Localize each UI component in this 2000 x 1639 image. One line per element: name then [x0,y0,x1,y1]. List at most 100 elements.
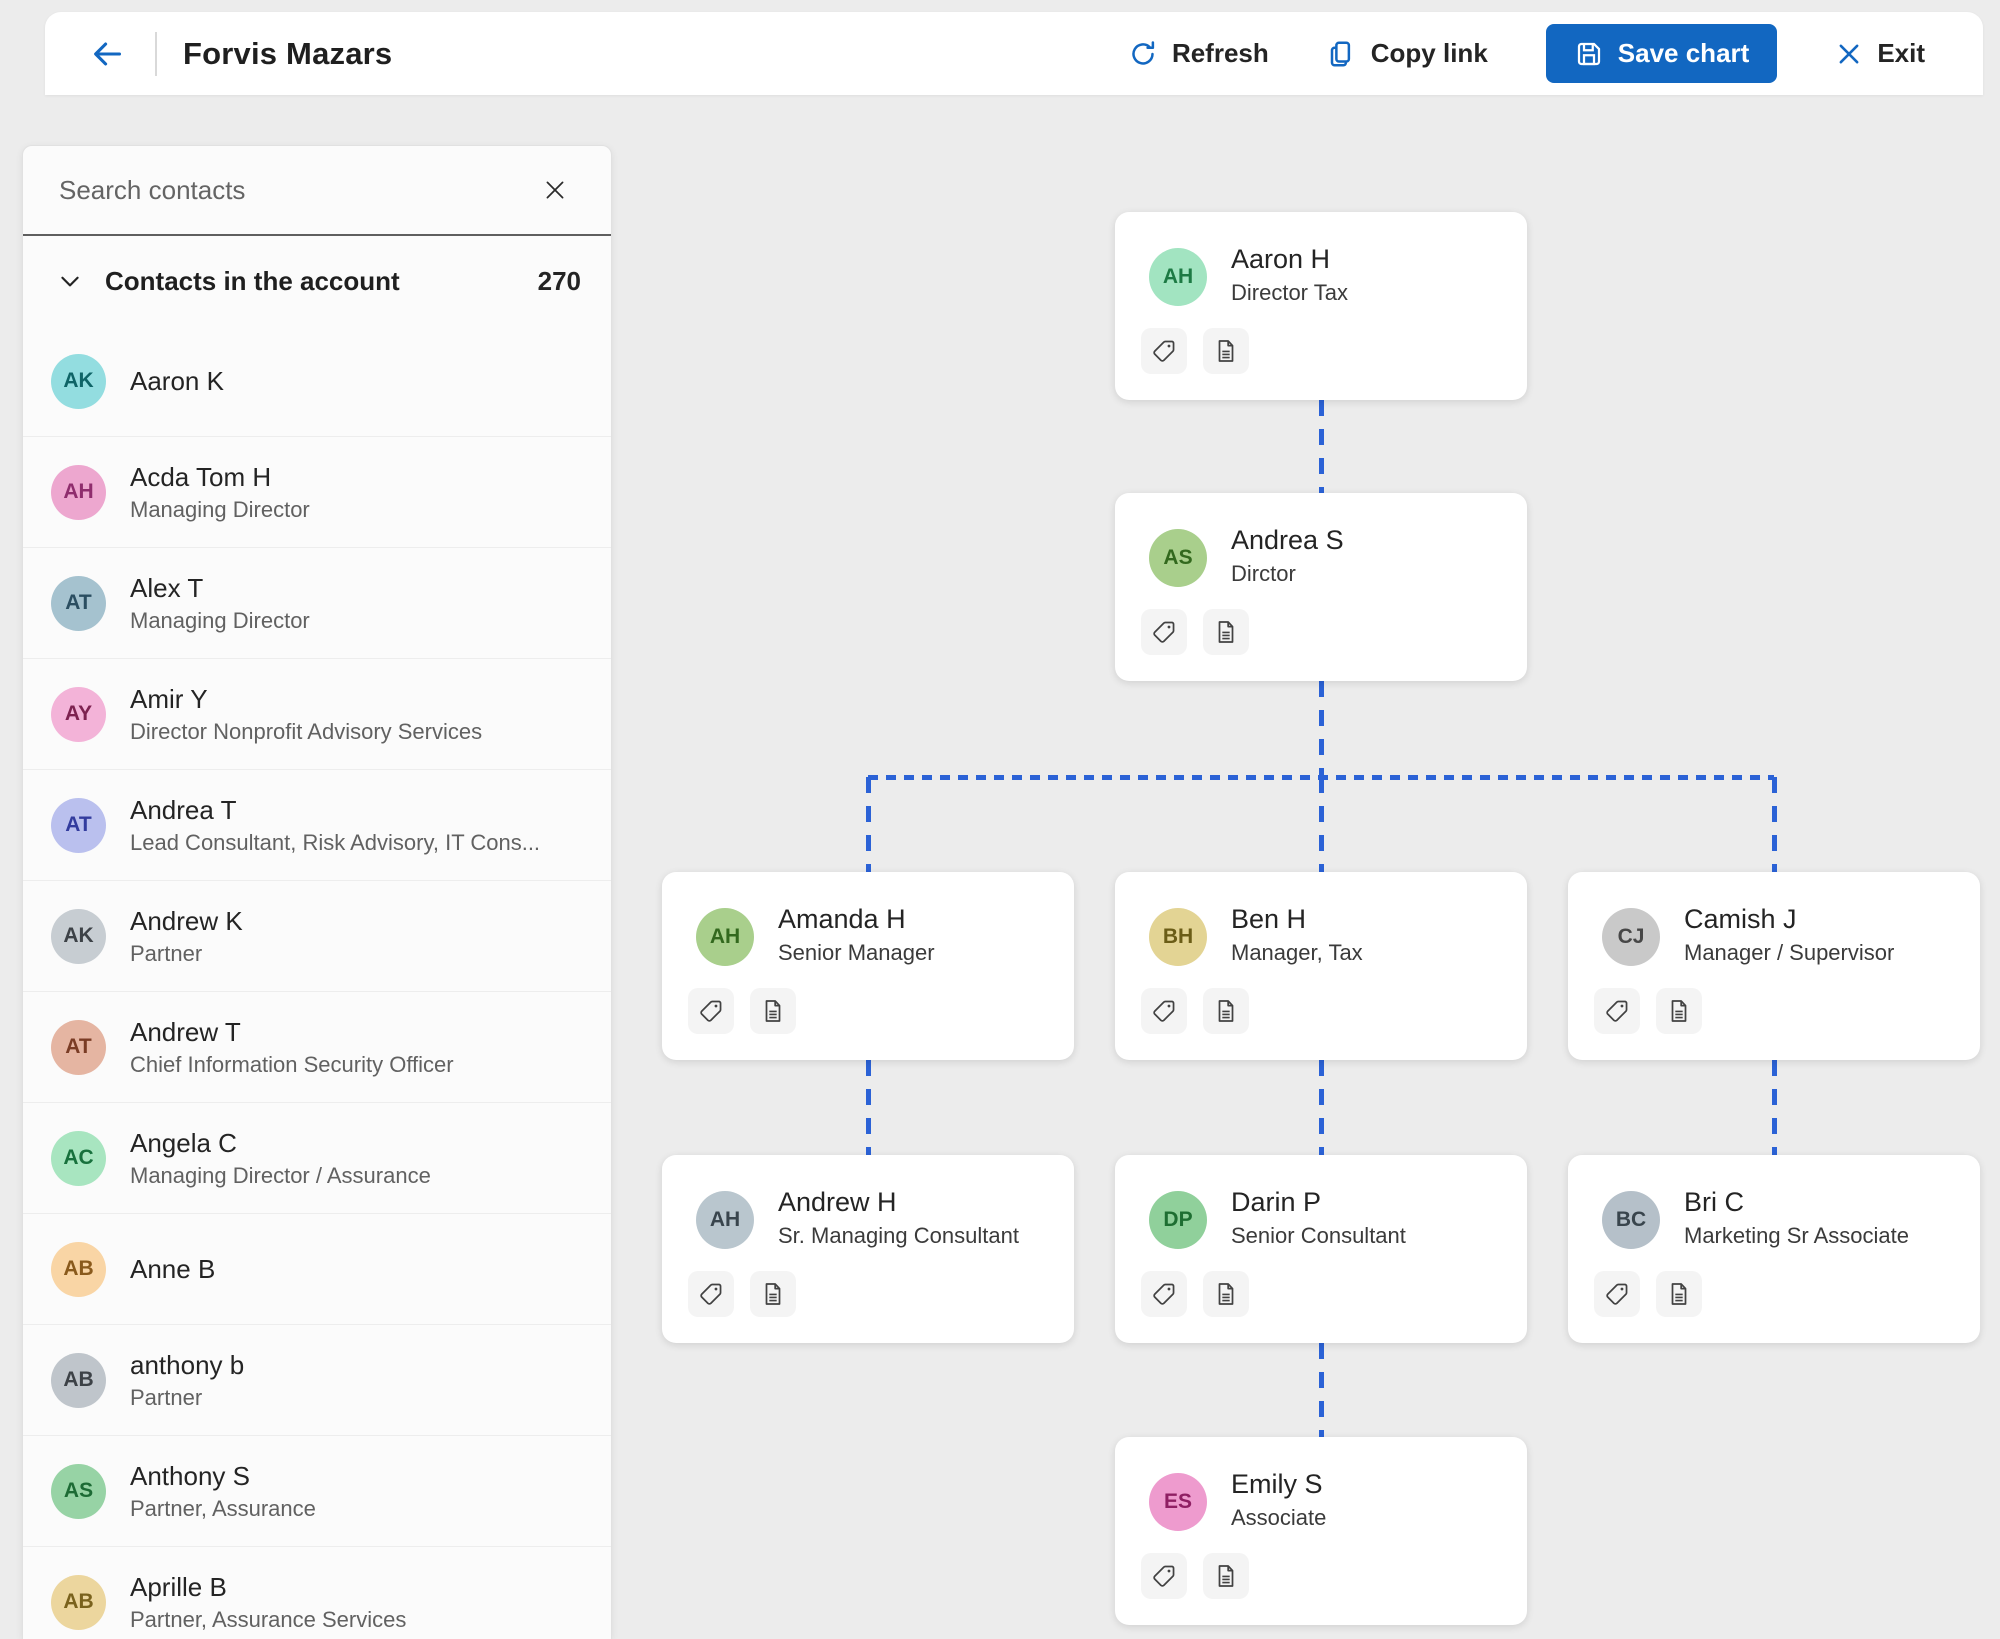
contact-avatar: AB [51,1574,106,1630]
search-input[interactable] [57,173,535,207]
contact-list-item[interactable]: AK Andrew K Partner [23,881,611,992]
node-job-title: Marketing Sr Associate [1684,1223,1909,1248]
exit-label: Exit [1877,38,1925,68]
org-chart-node-camish_j[interactable]: CJ Camish J Manager / Supervisor [1568,872,1980,1060]
contact-list-item[interactable]: AT Alex T Managing Director [23,548,611,659]
note-icon [1218,1000,1234,1022]
contact-avatar: AS [51,1463,106,1519]
org-chart-node-aaron_h[interactable]: AH Aaron H Director Tax [1115,212,1527,400]
org-chart-node-amanda_h[interactable]: AH Amanda H Senior Manager [662,872,1074,1060]
note-button[interactable] [750,1271,796,1317]
search-clear-button[interactable] [535,170,575,210]
node-job-title: Dirctor [1231,561,1296,586]
copy-link-label: Copy link [1370,38,1488,68]
node-avatar: AS [1149,529,1207,587]
connector-camish_j-bri_c [1772,1060,1777,1155]
contact-list-item[interactable]: AH Acda Tom H Managing Director [23,437,611,548]
save-icon [1577,42,1600,65]
org-chart-node-darin_p[interactable]: DP Darin P Senior Consultant [1115,1155,1527,1343]
note-button[interactable] [1203,328,1249,374]
search-underline [23,234,611,236]
header-bar: Forvis Mazars Refresh Copy link Save cha… [45,12,1983,95]
tag-icon [1153,340,1175,362]
contact-job-title: Partner, Assurance [130,1495,316,1521]
save-chart-button[interactable]: Save chart [1545,24,1778,83]
contact-avatar: AT [51,575,106,631]
node-job-title: Sr. Managing Consultant [778,1223,1019,1248]
tag-button[interactable] [1141,1553,1187,1599]
tag-button[interactable] [1141,988,1187,1034]
header-divider [155,31,157,76]
tag-button[interactable] [1141,1271,1187,1317]
contact-job-title: Partner [130,1384,203,1410]
connector-andrea_s-amanda_h [866,777,871,872]
tag-button[interactable] [1141,609,1187,655]
exit-button[interactable]: Exit [1835,38,1925,69]
contacts-section-header[interactable]: Contacts in the account 270 [23,236,611,326]
connector-ben_h-darin_p [1319,1060,1324,1155]
contact-list-item[interactable]: AB anthony b Partner [23,1325,611,1436]
tag-button[interactable] [1594,1271,1640,1317]
copy-link-button[interactable]: Copy link [1327,38,1488,69]
note-button[interactable] [1203,1553,1249,1599]
org-chart-node-andrew_h[interactable]: AH Andrew H Sr. Managing Consultant [662,1155,1074,1343]
note-button[interactable] [1203,1271,1249,1317]
contact-list-item[interactable]: AB Aprille B Partner, Assurance Services [23,1547,611,1639]
contact-name: Aprille B [130,1571,227,1602]
refresh-label: Refresh [1171,38,1269,68]
connector-aaron_h-andrea_s [1319,400,1324,493]
contact-job-title: Partner, Assurance Services [130,1606,407,1632]
note-button[interactable] [1203,609,1249,655]
note-button[interactable] [750,988,796,1034]
contact-list-item[interactable]: AT Andrew T Chief Information Security O… [23,992,611,1103]
contact-avatar: AC [51,1130,106,1186]
contact-avatar: AB [51,1352,106,1408]
org-chart-node-ben_h[interactable]: BH Ben H Manager, Tax [1115,872,1527,1060]
note-button[interactable] [1656,1271,1702,1317]
search-row [23,146,611,234]
org-chart-node-emily_s[interactable]: ES Emily S Associate [1115,1437,1527,1625]
copy-icon [1330,41,1350,66]
contact-list-item[interactable]: AK Aaron K [23,326,611,437]
node-name: Aaron H [1231,244,1331,274]
tag-button[interactable] [688,988,734,1034]
node-avatar: AH [696,908,754,966]
back-arrow-icon [94,42,122,65]
contact-job-title: Managing Director [130,607,310,633]
contact-job-title: Partner [130,940,203,966]
close-icon [546,181,564,199]
contact-name: anthony b [130,1349,245,1380]
tag-button[interactable] [1594,988,1640,1034]
org-chart-node-bri_c[interactable]: BC Bri C Marketing Sr Associate [1568,1155,1980,1343]
connector-darin_p-emily_s [1319,1343,1324,1437]
connector-andrea_s-rail [1319,681,1324,777]
contact-avatar: AK [51,908,106,964]
close-x-icon [1839,44,1859,63]
refresh-button[interactable]: Refresh [1128,38,1269,69]
connector-amanda_h-andrew_h [866,1060,871,1155]
node-name: Amanda H [778,904,906,934]
tag-icon [1606,1283,1628,1305]
refresh-icon [1132,40,1155,65]
contact-job-title: Managing Director / Assurance [130,1162,431,1188]
contact-list-item[interactable]: AC Angela C Managing Director / Assuranc… [23,1103,611,1214]
contact-list-item[interactable]: AY Amir Y Director Nonprofit Advisory Se… [23,659,611,770]
org-chart-node-andrea_s[interactable]: AS Andrea S Dirctor [1115,493,1527,681]
tag-button[interactable] [1141,328,1187,374]
contact-name: Andrew K [130,905,243,936]
contact-list-item[interactable]: AB Anne B [23,1214,611,1325]
contact-list-item[interactable]: AT Andrea T Lead Consultant, Risk Adviso… [23,770,611,881]
contact-name: Amir Y [130,683,208,714]
contact-list-item[interactable]: AS Anthony S Partner, Assurance [23,1436,611,1547]
page-title: Forvis Mazars [183,35,393,71]
back-button[interactable] [85,32,129,76]
note-button[interactable] [1203,988,1249,1034]
contacts-sidebar: Contacts in the account 270 AK Aaron K A… [22,145,612,1639]
tag-button[interactable] [688,1271,734,1317]
note-button[interactable] [1656,988,1702,1034]
node-job-title: Senior Consultant [1231,1223,1406,1248]
note-icon [1218,621,1234,643]
node-name: Ben H [1231,904,1307,934]
node-name: Andrea S [1231,525,1344,555]
